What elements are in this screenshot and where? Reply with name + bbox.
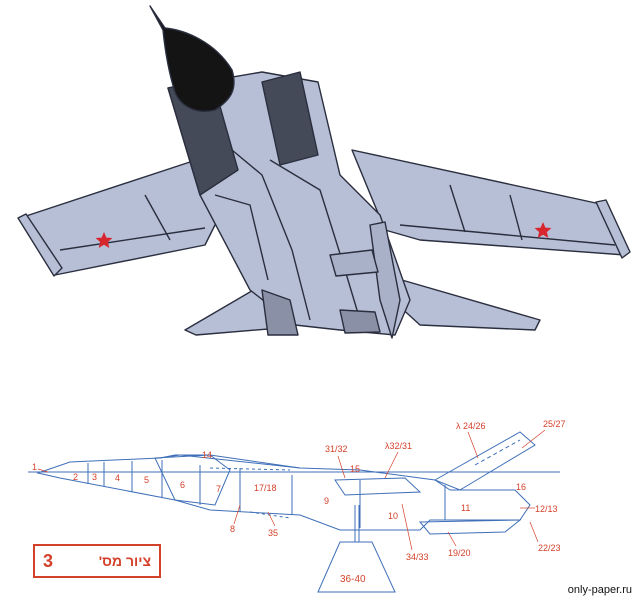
label-part-17-18: 17/18 xyxy=(254,483,277,493)
panel-line xyxy=(214,194,269,281)
label-part-11: 11 xyxy=(461,503,470,513)
label-part-4: 4 xyxy=(115,473,120,483)
label-part-22-23: 22/23 xyxy=(538,543,561,553)
leader-line xyxy=(521,429,546,449)
label-part-19-20: 19/20 xyxy=(448,548,471,558)
panel-line xyxy=(269,159,361,321)
leader-line xyxy=(401,503,413,551)
wing-panel-line xyxy=(399,224,616,246)
label-part-36-40: 36-40 xyxy=(340,574,366,585)
parts-plan-diagram xyxy=(28,431,560,593)
plan-fuselage-outline xyxy=(36,454,531,531)
plan-stabilizer xyxy=(418,519,522,535)
panel-line xyxy=(231,149,311,321)
wing-panel-line xyxy=(59,227,206,251)
leader-line xyxy=(233,504,241,525)
ventral-fin xyxy=(369,221,401,339)
label-part-7: 7 xyxy=(216,484,221,494)
right-wing-red-star xyxy=(534,222,552,238)
left-wingtip-fence xyxy=(17,213,63,277)
dash-line xyxy=(249,511,291,519)
label-part-25-27: 25/27 xyxy=(543,419,566,429)
leader-lines xyxy=(37,429,546,551)
label-part-14: 14 xyxy=(202,450,212,460)
figure-caption: ציור מס' xyxy=(98,553,151,569)
label-part-3: 3 xyxy=(92,472,97,482)
label-part-34-33: 34/33 xyxy=(406,552,429,562)
wing-panel-line xyxy=(509,194,523,241)
part-labels: 1 2 3 4 5 6 7 8 9 10 11 12/13 14 15 16 1… xyxy=(32,419,566,585)
right-air-intake xyxy=(261,71,319,166)
leader-line xyxy=(384,451,399,479)
nose-cone xyxy=(149,5,235,112)
label-part-16: 16 xyxy=(516,482,526,492)
plan-intake xyxy=(154,454,231,506)
plan-vertical-fin xyxy=(433,431,536,491)
fin-dash xyxy=(474,439,521,466)
label-part-12-13: 12/13 xyxy=(535,504,558,514)
label-part-35: 35 xyxy=(268,528,278,538)
label-part-1: 1 xyxy=(32,462,37,472)
leader-line xyxy=(337,455,346,479)
right-wing xyxy=(351,149,626,256)
engine-nozzle-right xyxy=(339,309,381,334)
label-part-10: 10 xyxy=(388,511,398,521)
leader-line xyxy=(529,521,539,543)
ventral-panel xyxy=(329,249,379,277)
plan-spine xyxy=(159,454,301,469)
dash-line xyxy=(209,467,291,471)
wing-panel-line xyxy=(144,194,171,241)
label-part-32-31: λ32/31 xyxy=(385,441,412,451)
plan-wing-root xyxy=(334,477,422,496)
figure-number-box: 3 ציור מס' xyxy=(33,544,161,578)
right-wingtip-fence xyxy=(595,199,631,259)
figure-number: 3 xyxy=(43,551,54,571)
left-wing-red-star xyxy=(95,232,113,248)
label-part-9: 9 xyxy=(324,496,329,506)
label-part-6: 6 xyxy=(180,480,185,490)
label-part-5: 5 xyxy=(144,475,149,485)
engine-nozzle-left xyxy=(261,289,299,336)
wing-panel-line xyxy=(449,184,466,233)
label-part-15: 15 xyxy=(350,464,360,474)
leader-line xyxy=(447,531,457,547)
watermark: only-paper.ru xyxy=(567,584,632,596)
leader-line xyxy=(467,431,479,459)
leader-line xyxy=(37,468,49,473)
right-stabilizer xyxy=(394,277,541,331)
label-part-31-32: 31/32 xyxy=(325,444,348,454)
leader-line xyxy=(267,511,276,527)
label-part-8: 8 xyxy=(230,524,235,534)
jet-illustration xyxy=(17,5,631,339)
label-part-2: 2 xyxy=(73,472,78,482)
stand-base xyxy=(317,541,396,593)
label-part-24-26: λ 24/26 xyxy=(456,421,486,431)
